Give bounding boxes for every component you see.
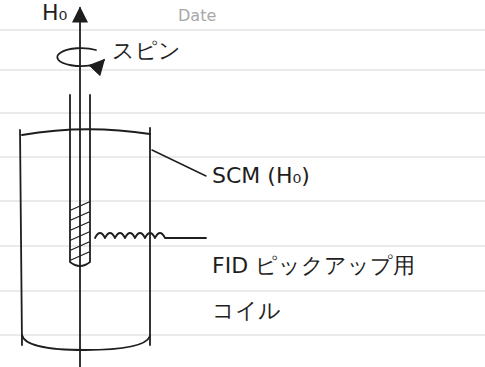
spin-label: スピン [112,38,181,64]
field-axis-arrow [79,8,81,367]
date-heading: Date [178,6,216,25]
coil-label: FID ピックアップ用 コイル [212,243,474,333]
ruled-line [0,30,485,31]
ruled-line [0,335,485,336]
ruled-line [0,113,485,114]
leader-line [152,150,206,176]
magnet-right-wall [149,128,151,345]
magnet-bottom [22,335,150,350]
ruled-line [0,201,485,202]
magnet-left-wall [20,130,22,345]
field-label: H₀ [42,0,67,26]
magnet-top-rim [22,129,150,135]
ruled-line [0,70,485,71]
ruled-line [0,246,485,247]
pickup-coil [95,233,206,238]
ruled-line [0,291,485,292]
magnet-label: SCM (H₀) [212,163,310,189]
ruled-line [0,157,485,158]
spin-rotation-arrow [57,48,104,66]
ruled-lines [0,30,485,335]
